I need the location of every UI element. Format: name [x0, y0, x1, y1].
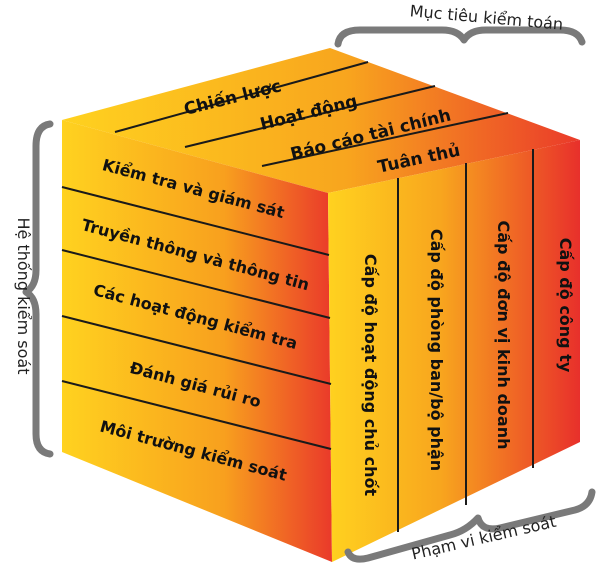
- cube-right-face: [328, 140, 580, 562]
- bottom-curly-bracket-icon: [344, 488, 596, 563]
- top-face-dividers: [114, 61, 509, 167]
- right-column-label: Cấp độ công ty: [556, 238, 575, 373]
- right-column-label: Cấp độ hoạt động chủ chốt: [361, 254, 380, 497]
- right-face-dividers: [397, 149, 534, 532]
- front-face-dividers: [61, 186, 332, 450]
- cube-top-face: [62, 48, 580, 193]
- top-curly-bracket-icon: [334, 26, 586, 48]
- right-column-label: Cấp độ đơn vị kinh doanh: [494, 221, 513, 450]
- cube-front-face: [62, 120, 332, 562]
- right-face-labels: Cấp độ hoạt động chủ chốt Cấp độ phòng b…: [361, 221, 575, 497]
- right-column-label: Cấp độ phòng ban/bộ phận: [427, 229, 446, 471]
- left-curly-bracket-icon: [22, 120, 54, 458]
- left-axis-label: Hệ thống kiểm soát: [14, 218, 33, 375]
